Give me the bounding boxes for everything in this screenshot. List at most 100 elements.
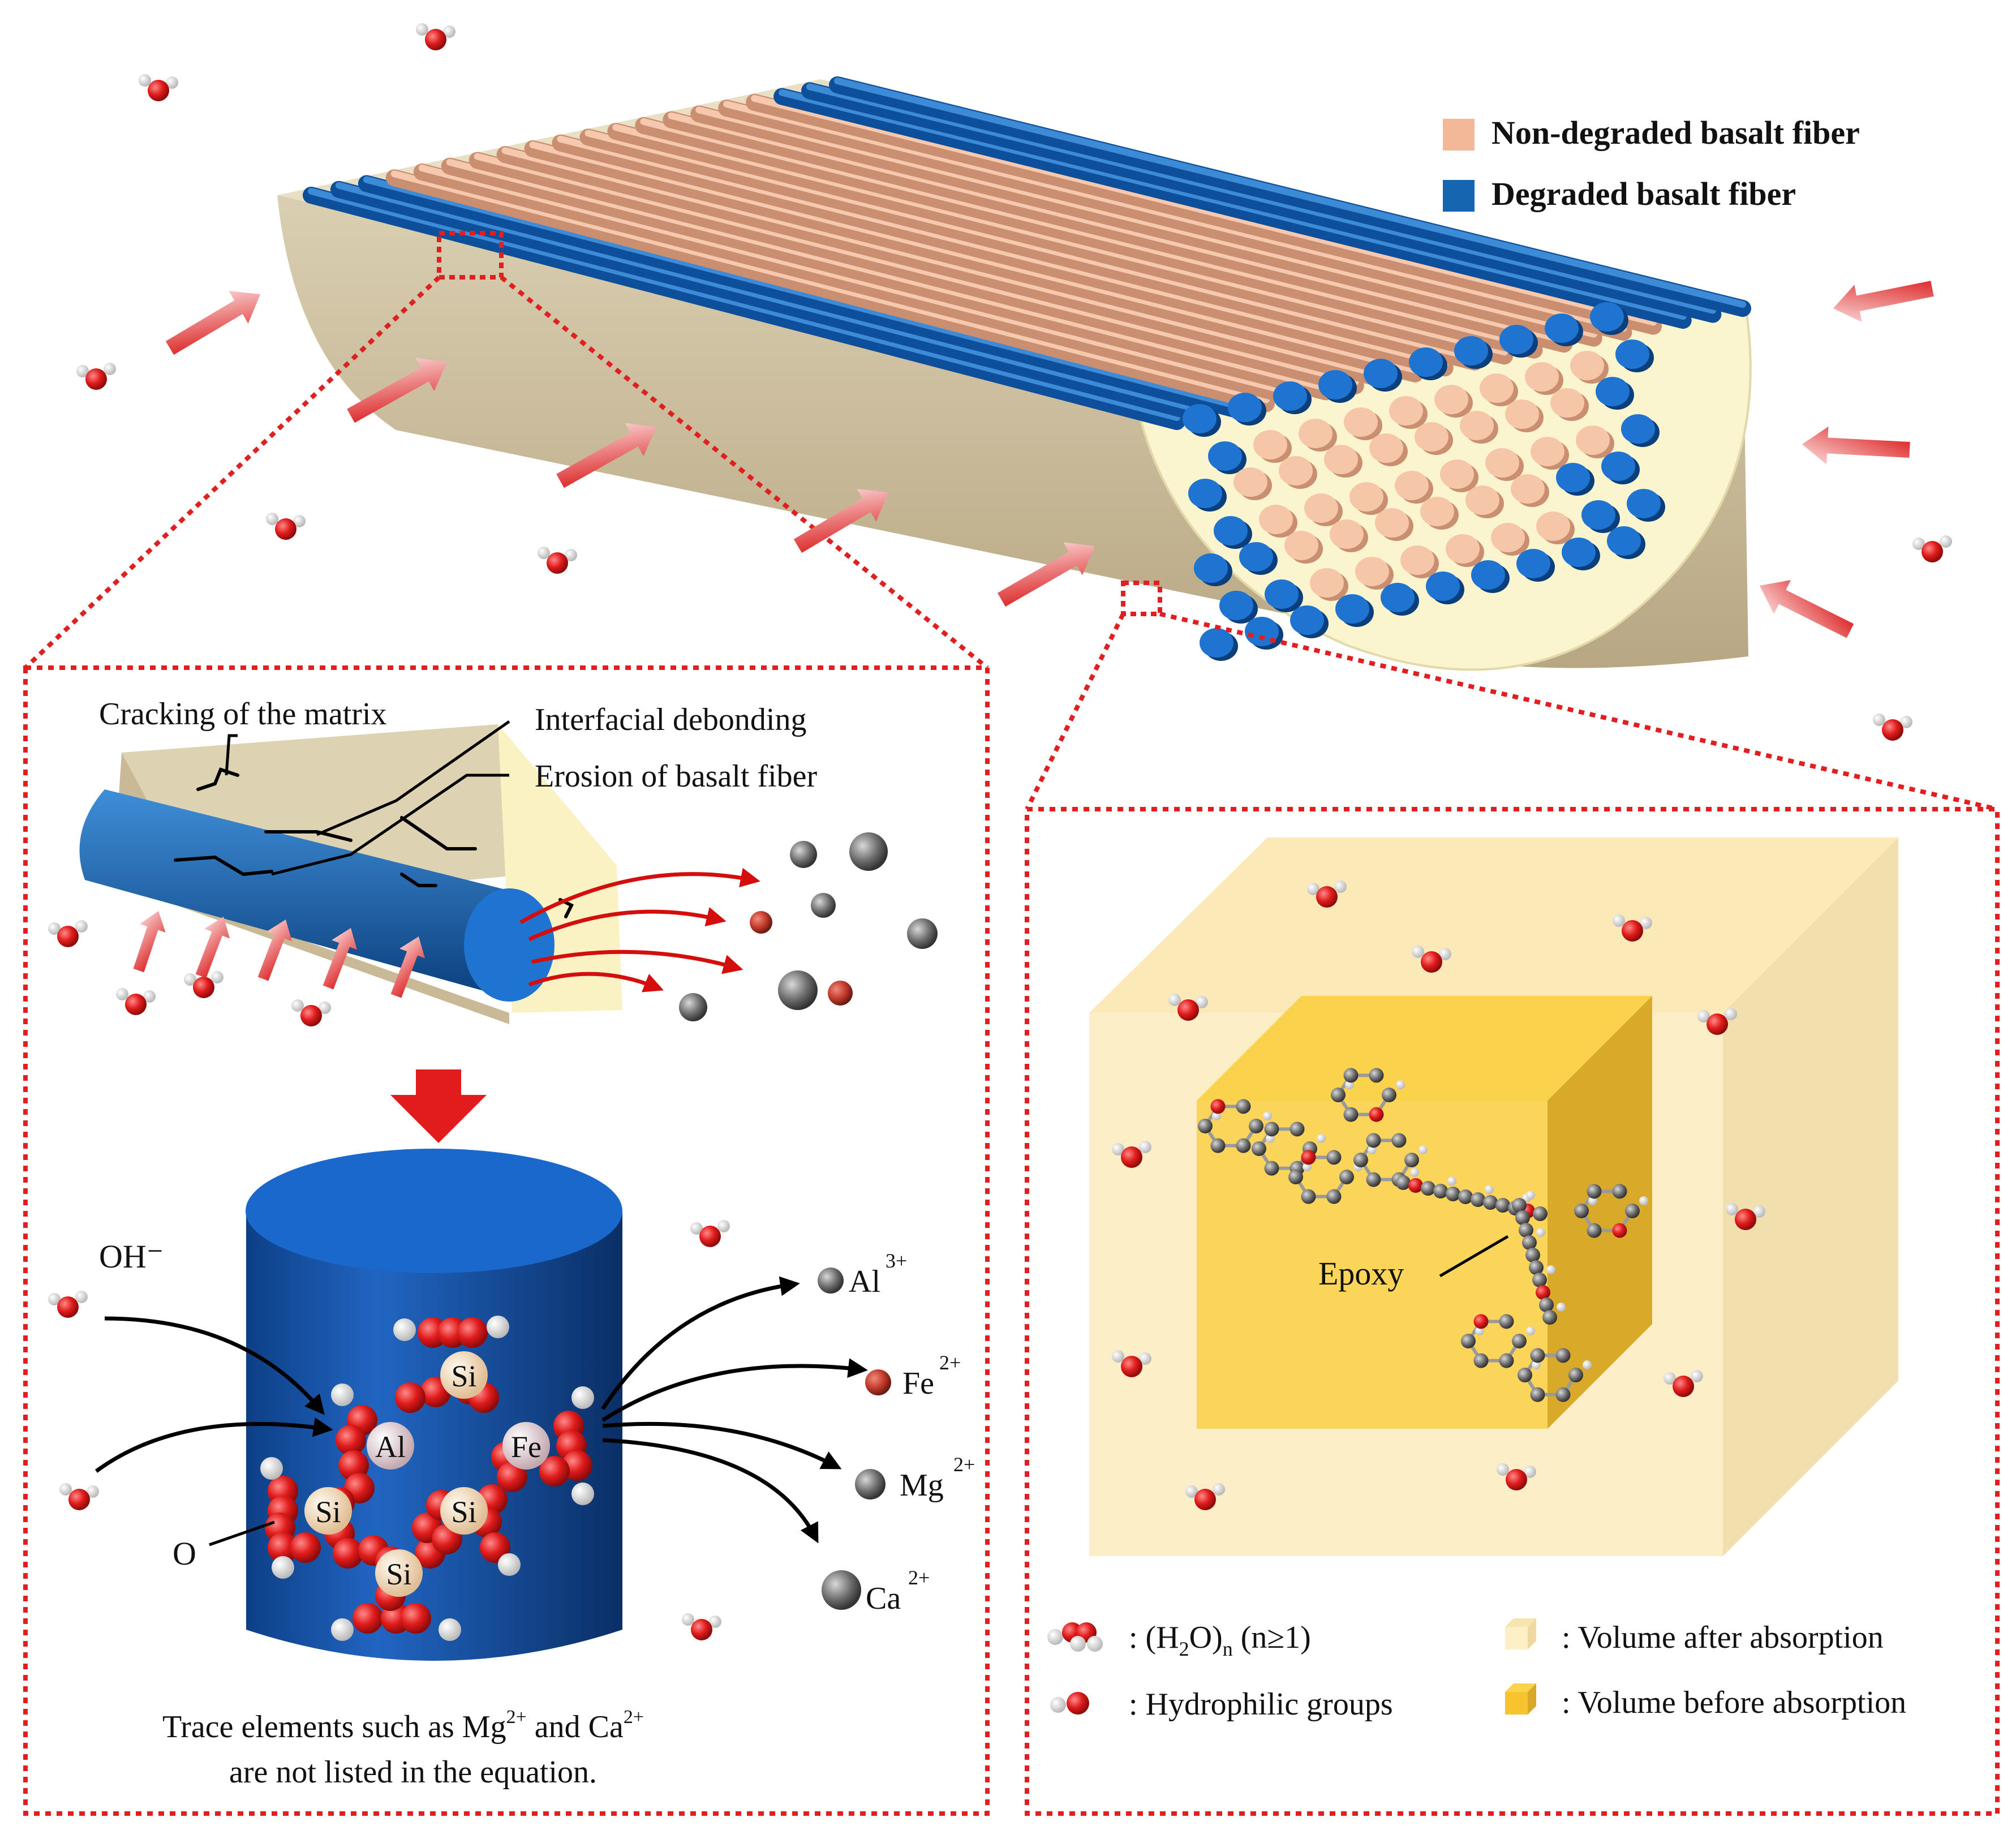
hydrogen-atom — [1912, 538, 1925, 550]
carbon-atom — [1382, 1088, 1396, 1102]
cube-water-molecules — [1112, 880, 1765, 1510]
water-molecule — [48, 920, 88, 947]
carbon-atom — [1512, 1334, 1527, 1348]
oxygen-atom — [539, 1456, 570, 1486]
hydrogen-atom — [487, 1316, 509, 1338]
inner-cube-top — [1197, 996, 1652, 1101]
outer-cube-side — [1723, 837, 1898, 1556]
non-degraded-fiber-end — [1536, 512, 1570, 541]
water-molecule — [1726, 1203, 1765, 1230]
legend-swatch-degraded — [1443, 180, 1475, 212]
water-molecule — [1613, 914, 1652, 942]
network-atom-label: Si — [315, 1495, 341, 1529]
carbon-atom — [1366, 1172, 1381, 1187]
carbon-atom — [1515, 1210, 1530, 1225]
carbon-atom — [1519, 1223, 1533, 1238]
hydrogen-atom — [571, 1386, 594, 1409]
oxygen-atom — [480, 1532, 510, 1563]
oxygen-atom — [1316, 886, 1338, 908]
oxygen-atom — [691, 1619, 712, 1640]
non-degraded-fiber-end — [1420, 497, 1454, 526]
carbon-atom — [1587, 1184, 1602, 1199]
non-degraded-fiber-end — [1389, 396, 1423, 426]
oxygen-atom — [1408, 1178, 1423, 1193]
carbon-atom — [1499, 1353, 1514, 1368]
water-molecule — [682, 1613, 721, 1640]
non-degraded-fiber-stripe — [690, 105, 1602, 347]
degraded-fiber-end — [1200, 628, 1233, 658]
hydrogen-atom — [1873, 714, 1885, 726]
non-degraded-fiber-stripe — [496, 146, 1394, 389]
carbon-atom — [1530, 1348, 1545, 1363]
water-molecule — [48, 1291, 88, 1318]
non-degraded-fiber-end — [1369, 433, 1403, 463]
water-molecules — [48, 23, 1952, 1640]
oxygen-atom — [268, 1532, 298, 1563]
water-ingress-arrow — [347, 358, 447, 423]
fiber-highlight — [335, 182, 1210, 415]
carbon-atom — [1495, 1198, 1510, 1213]
non-degraded-fiber-end — [1576, 426, 1610, 455]
callout-leaders — [225, 720, 510, 876]
degraded-fiber-end — [1214, 516, 1248, 545]
hydrogen-atom — [266, 513, 278, 525]
non-degraded-fiber-end — [1330, 519, 1364, 549]
water-molecule — [690, 1220, 730, 1247]
oxygen-atom — [1706, 1013, 1728, 1035]
oxygen-atom — [1177, 999, 1199, 1021]
ion-ca-charge: 2+ — [908, 1566, 930, 1589]
non-degraded-fiber-end — [1233, 467, 1267, 497]
oxygen-atom — [1536, 1285, 1550, 1300]
hydrogen-atom — [538, 547, 550, 559]
hydrogen-atom — [116, 988, 128, 1000]
legend-label-degraded: Degraded basalt fiber — [1491, 175, 1796, 212]
degraded-fiber-end — [1183, 404, 1217, 433]
degraded-fiber-end — [1245, 617, 1279, 646]
carbon-atom — [1529, 1260, 1544, 1275]
hydrogen-atom — [1900, 716, 1912, 728]
right-panel-border — [1025, 807, 2000, 1816]
water-cluster-icon — [1047, 1622, 1103, 1652]
water-molecule — [1873, 714, 1912, 741]
crack-lines — [174, 767, 574, 918]
degraded-fiber-end — [1545, 313, 1579, 343]
water-ingress-arrow — [998, 542, 1095, 607]
carbon-atom — [1446, 1187, 1460, 1201]
hydrogen-atom — [272, 1556, 294, 1579]
hydrogen-atom — [75, 1291, 88, 1303]
zoom-box-right — [1121, 581, 1162, 616]
leaching-arrow — [528, 972, 664, 993]
legend-cluster-suffix: (n≥1) — [1233, 1620, 1311, 1655]
hydrogen-atom — [1557, 1303, 1566, 1312]
zoom-leader-lines — [24, 275, 1998, 811]
leached-ion — [811, 893, 836, 918]
epoxy-label: Epoxy — [1318, 1255, 1404, 1292]
non-degraded-fiber-end — [1525, 362, 1559, 392]
water-ingress-arrow — [1833, 281, 1934, 323]
hydrogen-atom — [1726, 1203, 1738, 1215]
hydrogen-atom — [1317, 1134, 1326, 1143]
non-degraded-fiber-stripe — [718, 100, 1632, 341]
oxygen-atom — [333, 1538, 363, 1569]
hydrogen-atom — [260, 1457, 283, 1480]
degraded-fiber-end — [1194, 553, 1228, 583]
hydrogen-atom — [1307, 883, 1319, 895]
water-molecule — [1912, 535, 1952, 562]
legend-hydrophilic: : Hydrophilic groups — [1129, 1687, 1393, 1722]
carbon-atom — [1512, 1198, 1527, 1213]
ion-fe-charge: 2+ — [939, 1351, 961, 1374]
legend-cluster-prefix: : (H — [1129, 1620, 1179, 1655]
network-atom — [440, 1487, 488, 1535]
water-molecule — [291, 999, 331, 1026]
hydrogen-atom — [709, 1616, 721, 1628]
oxygen-atom — [395, 1382, 425, 1413]
network-atom — [367, 1422, 414, 1470]
arrow-shape — [133, 910, 166, 973]
water-into-fiber-arrow — [390, 936, 425, 998]
degraded-fiber-stripe — [303, 187, 1185, 430]
trace-note-sup2: 2+ — [624, 1707, 644, 1728]
carbon-atom — [1421, 1181, 1435, 1196]
outer-cube-top — [1089, 837, 1898, 1013]
oxygen-atom — [148, 80, 169, 101]
arrow-shape — [793, 488, 889, 553]
